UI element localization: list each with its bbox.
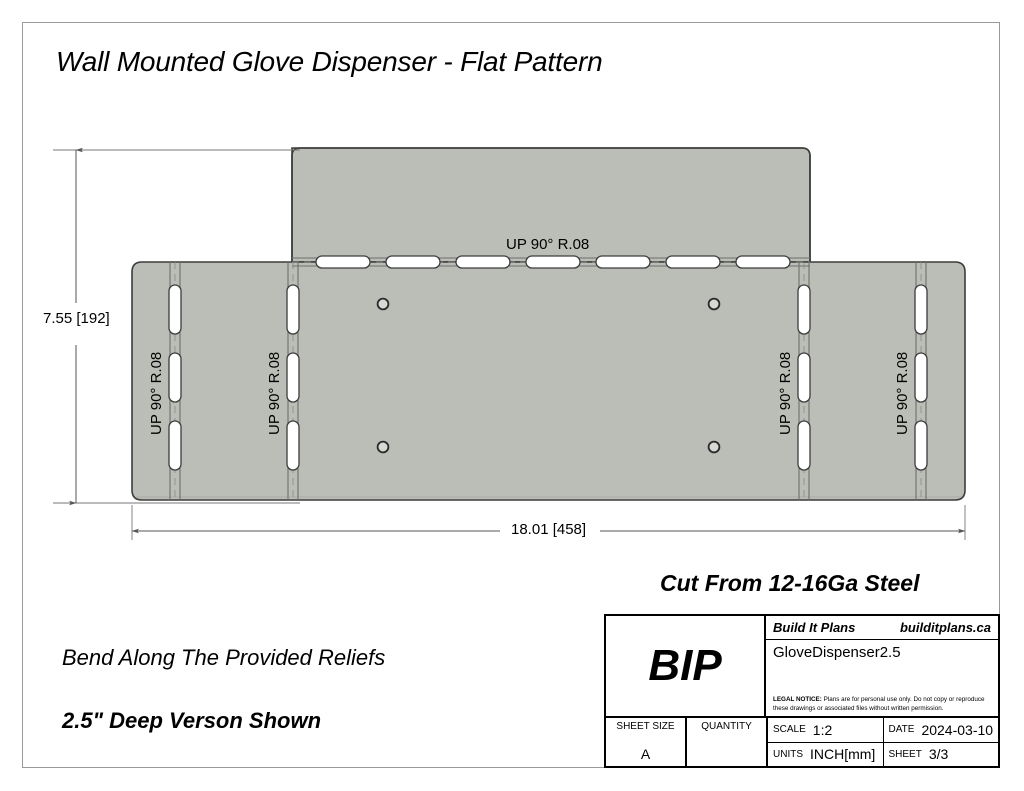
part-name-area: GloveDispenser2.5 LEGAL NOTICE: Plans ar… (766, 640, 998, 716)
scale-label: SCALE (773, 724, 806, 736)
units-label: UNITS (773, 748, 803, 760)
company-name: Build It Plans (773, 620, 856, 635)
legal-notice: LEGAL NOTICE: Plans are for personal use… (773, 695, 994, 713)
title-block-lower: SHEET SIZE A QUANTITY SCALE 1:2 DATE 202… (606, 718, 998, 766)
sheet-border (22, 22, 1000, 768)
note-bend: Bend Along The Provided Reliefs (62, 645, 386, 670)
bend-label-left-inner: UP 90° R.08 (266, 351, 283, 435)
date-label: DATE (888, 724, 915, 736)
page-title: Wall Mounted Glove Dispenser - Flat Patt… (56, 46, 603, 77)
date-cell: DATE 2024-03-10 (884, 718, 999, 742)
bend-label-left-outer: UP 90° R.08 (148, 351, 165, 435)
note-depth: 2.5" Deep Verson Shown (62, 708, 322, 733)
bip-logo: BIP (648, 641, 722, 690)
sheet-size-value: A (640, 746, 651, 762)
sheet-cell: SHEET 3/3 (884, 743, 999, 767)
company-row: Build It Plans builditplans.ca (766, 616, 998, 640)
sheet-size-cell: SHEET SIZE A (606, 718, 687, 766)
bend-label-right-inner: UP 90° R.08 (777, 351, 794, 435)
title-block: BIP Build It Plans builditplans.ca Glove… (604, 614, 1000, 768)
part-name: GloveDispenser2.5 (773, 644, 901, 661)
bend-line-left-inner (286, 262, 300, 500)
bend-line-right-inner (797, 262, 811, 500)
bend-line-right-outer (914, 262, 928, 500)
scale-cell: SCALE 1:2 (768, 718, 884, 742)
mounting-holes (376, 297, 721, 454)
units-value: INCH[mm] (810, 746, 876, 763)
scale-date-row: SCALE 1:2 DATE 2024-03-10 (768, 718, 998, 743)
note-material: Cut From 12-16Ga Steel (660, 570, 920, 596)
quantity-cell: QUANTITY (687, 718, 768, 766)
bend-label-top: UP 90° R.08 (506, 236, 590, 253)
dimension-height-label: 7.55 [192] (40, 310, 113, 327)
scale-value: 1:2 (812, 721, 833, 738)
dimension-height (53, 147, 300, 506)
sheet-size-label: SHEET SIZE (616, 721, 675, 732)
title-block-upper: BIP Build It Plans builditplans.ca Glove… (606, 616, 998, 718)
part-outline (131, 147, 966, 501)
date-value: 2024-03-10 (921, 721, 994, 738)
title-block-fields: SCALE 1:2 DATE 2024-03-10 UNITS INCH[mm]… (768, 718, 998, 766)
dimension-width-label: 18.01 [458] (508, 521, 590, 538)
sheet-value: 3/3 (928, 746, 949, 763)
bend-line-left-outer (168, 262, 182, 500)
bend-relief-slots-horizontal (315, 255, 791, 269)
quantity-label: QUANTITY (701, 721, 752, 732)
company-website: builditplans.ca (899, 620, 991, 635)
bend-label-right-outer: UP 90° R.08 (894, 351, 911, 435)
units-cell: UNITS INCH[mm] (768, 742, 884, 766)
title-block-upper-right: Build It Plans builditplans.ca GloveDisp… (766, 616, 998, 716)
logo-cell: BIP (606, 616, 766, 716)
units-sheet-row: UNITS INCH[mm] SHEET 3/3 (768, 742, 999, 767)
legal-notice-text: Plans are for personal use only. Do not … (773, 695, 985, 712)
dimension-width (131, 505, 966, 540)
bend-line-horizontal (292, 255, 810, 269)
sheet-label: SHEET (888, 748, 922, 760)
legal-notice-label: LEGAL NOTICE: (773, 695, 822, 703)
